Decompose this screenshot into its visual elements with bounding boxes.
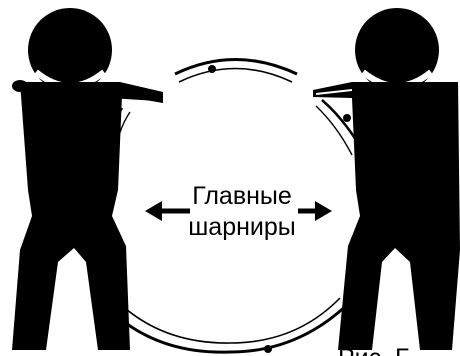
label-line-1: Главные — [192, 182, 292, 210]
top-arc-segment — [175, 60, 297, 83]
right-arrow-icon — [298, 201, 332, 221]
right-person-icon — [313, 8, 460, 350]
figure-caption: Рис. Б — [338, 344, 411, 356]
right-hinge-dot — [343, 114, 351, 122]
label-line-2: шарниры — [188, 213, 296, 241]
top-hinge-dot — [208, 65, 216, 73]
left-arrow-icon — [145, 201, 190, 221]
left-person-icon — [12, 8, 163, 350]
bottom-arc-segment — [100, 296, 352, 353]
bottom-hinge-dot — [264, 345, 272, 353]
